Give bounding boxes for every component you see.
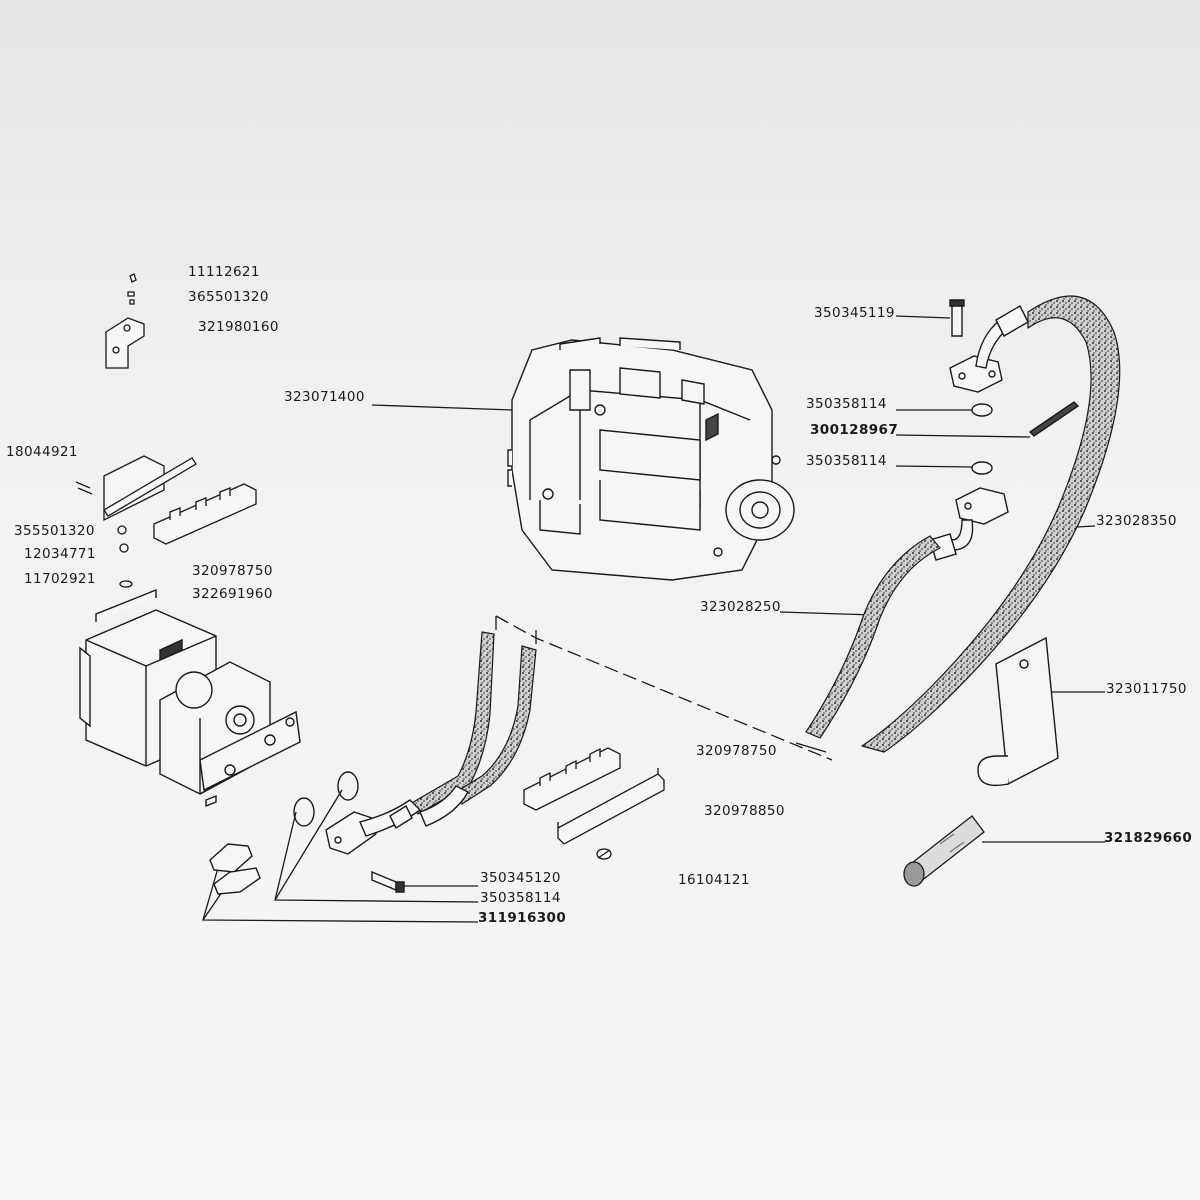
top-flange-fitting [929, 299, 1080, 561]
part-label: 365501320 [188, 289, 269, 305]
part-label: 323071400 [284, 389, 365, 405]
part-label: 350358114 [806, 396, 887, 412]
left-clamp-parts [75, 455, 257, 588]
part-label: 320978750 [696, 743, 777, 759]
lower-clamp-parts [523, 747, 665, 860]
hoses [409, 295, 1121, 815]
part-label: 350358114 [806, 453, 887, 469]
sleeve-part [903, 815, 985, 887]
part-label: 321980160 [198, 319, 279, 335]
control-valve-block [507, 337, 795, 581]
part-label: 323028350 [1096, 513, 1177, 529]
part-label: 323011750 [1106, 681, 1187, 697]
part-label: 323028250 [700, 599, 781, 615]
part-label: 322691960 [192, 586, 273, 602]
part-label: 355501320 [14, 523, 95, 539]
part-label: 350345120 [480, 870, 561, 886]
part-label: 16104121 [678, 872, 750, 888]
part-label: 350345119 [814, 305, 895, 321]
part-label: 11702921 [24, 571, 96, 587]
part-label: 12034771 [24, 546, 96, 562]
part-label: 11112621 [188, 264, 260, 280]
part-label: 321829660 [1104, 830, 1193, 846]
part-label: 18044921 [6, 444, 78, 460]
lower-fittings [209, 771, 469, 895]
top-left-bracket-part [105, 273, 145, 369]
part-label: 300128967 [810, 422, 899, 438]
part-label: 320978850 [704, 803, 785, 819]
hydraulic-pump-unit [79, 588, 301, 808]
dashed-reference-lines [495, 615, 833, 761]
bracket-strap-part [977, 636, 1059, 787]
leader-lines [202, 315, 1105, 923]
part-label: 311916300 [478, 910, 567, 926]
part-label: 320978750 [192, 563, 273, 579]
part-label: 350358114 [480, 890, 561, 906]
